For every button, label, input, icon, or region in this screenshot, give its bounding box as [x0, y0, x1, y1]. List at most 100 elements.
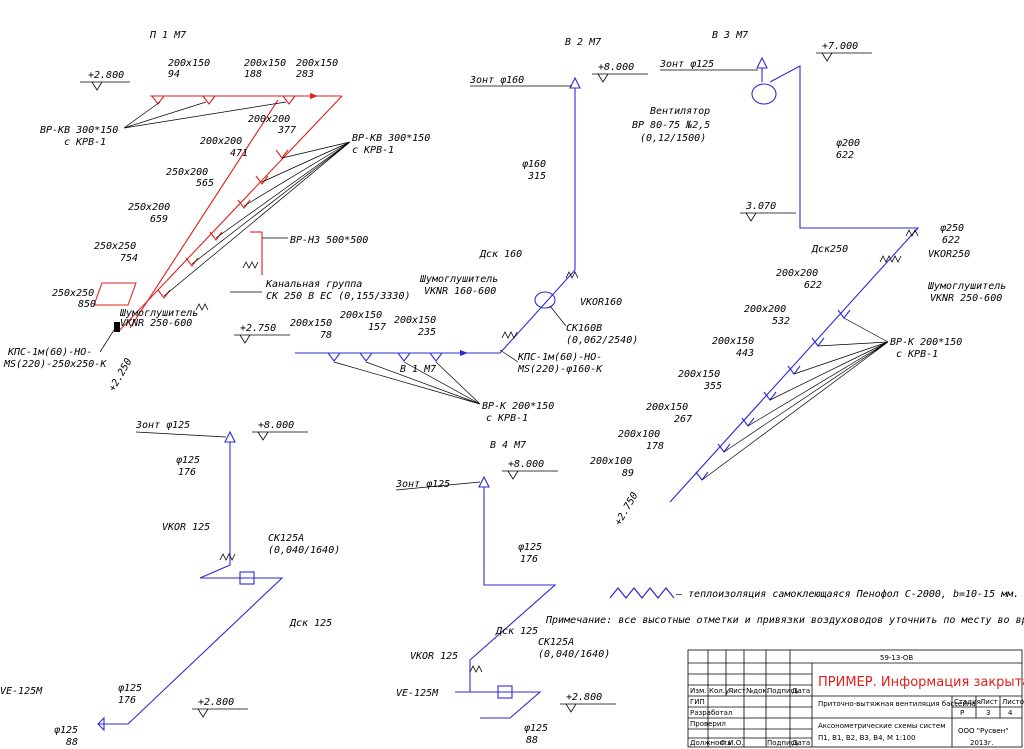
channel-group-label: Канальная группа: [265, 279, 362, 290]
dsk-label: Дск 125: [289, 618, 332, 629]
tb-header: Дата: [792, 687, 810, 695]
duct-size: 200x150: [168, 58, 210, 69]
duct-diameter: φ125: [176, 455, 200, 466]
duct-length: 188: [244, 69, 262, 80]
exhaust-system-v1: [295, 76, 581, 362]
elevation-v3-low: +2.800: [198, 697, 234, 708]
duct-diameter: φ250: [940, 223, 964, 234]
tb-row: Проверил: [690, 720, 726, 728]
tb-header: Лист: [980, 698, 998, 706]
insulation-zigzag-v1: [501, 271, 579, 339]
tb-row: Должность: [690, 739, 731, 747]
tb-row: Дата: [792, 739, 810, 747]
duct-length: 754: [120, 253, 138, 264]
duct-size: 250x200: [128, 202, 170, 213]
system-title-p1: П 1 М7: [149, 30, 186, 41]
grille-label: с КРВ-1: [896, 349, 938, 360]
kps-label: КПС-1м(60)-НО-: [517, 352, 602, 363]
duct-size: 200x150: [340, 310, 382, 321]
duct-length: 94: [168, 69, 180, 80]
duct-length: 178: [646, 441, 664, 452]
company-name: ООО "Русвен": [958, 727, 1008, 735]
tb-row: Подпись: [767, 739, 799, 747]
duct-diameter: φ125: [54, 725, 78, 736]
grille-label: с КРВ-1: [352, 145, 394, 156]
insulation-zigzag-v3: [219, 553, 236, 561]
duct-length: 176: [520, 554, 538, 565]
ck-label: СК160В: [566, 323, 602, 334]
flow-arrow: [310, 93, 318, 99]
hood-label: Зонт φ125: [395, 479, 450, 490]
duct-size: 200x200: [248, 114, 290, 125]
insulation-legend: – теплоизоляция самоклеющаяся Пенофол С-…: [675, 588, 1019, 600]
sheet-title: П1, В1, В2, В3, В4, М 1:100: [818, 734, 915, 742]
grille-label: VE-125M: [0, 686, 43, 697]
duct-length: 471: [230, 148, 248, 159]
ck-label: (0,040/1640): [538, 649, 610, 660]
grille-label: ВР-НЗ 500*500: [290, 235, 368, 246]
ck-label: СК125А: [538, 637, 574, 648]
tb-row: ГИП: [690, 698, 705, 706]
system-title-v2: В 2 М7: [565, 37, 601, 48]
elevation-p1-low: +2.250: [107, 357, 135, 394]
duct-length: 283: [296, 69, 314, 80]
duct-size: 200x100: [618, 429, 660, 440]
kps-label: MS(220)-250x250-К: [3, 359, 107, 370]
system-title-v3: В 3 М7: [712, 30, 748, 41]
tb-header: №док.: [746, 687, 769, 695]
duct-diameter: φ125: [518, 542, 542, 553]
fan-label: (0,12/1500): [640, 133, 706, 144]
silencer-label: VKNR 160-600: [424, 286, 496, 297]
duct-length: 355: [703, 381, 722, 392]
duct-length: 89: [622, 468, 634, 479]
duct-length: 622: [804, 280, 822, 291]
silencer-label: VKNR 250-600: [930, 293, 1002, 304]
grille-label: VE-125M: [396, 688, 439, 699]
duct-diameter: φ200: [836, 138, 860, 149]
duct-diameter: φ160: [522, 159, 546, 170]
duct-size: 200x200: [776, 268, 818, 279]
duct-length: 622: [942, 235, 960, 246]
grille-label: с КРВ-1: [486, 413, 528, 424]
silencer-label: Шумоглушитель: [419, 274, 498, 285]
duct-size: 200x150: [244, 58, 286, 69]
elevation-v1: +2.750: [240, 323, 276, 334]
elevation-p1: +2.800: [88, 70, 124, 81]
duct-size: 200x150: [290, 318, 332, 329]
company-year: 2013г.: [970, 739, 994, 747]
duct-length: 622: [836, 150, 854, 161]
elevation-v2-low: +2.750: [613, 491, 641, 528]
document-code: 59-13-ОВ: [880, 654, 913, 662]
flow-arrow: [460, 350, 468, 356]
insulation-legend-icon: [609, 587, 675, 599]
elevation-v1-top: +8.000: [598, 62, 634, 73]
duct-diameter: φ125: [524, 723, 548, 734]
system-title-v4: В 4 М7: [490, 440, 526, 451]
grille-label: ВР-КВ 300*150: [352, 133, 430, 144]
exhaust-system-v3: [97, 430, 284, 732]
duct-length: 532: [772, 316, 790, 327]
tb-header: Изм.: [690, 687, 706, 695]
channel-group-label: СК 250 В ЕС (0,155/3330): [266, 291, 411, 302]
grille-label: с КРВ-1: [64, 137, 106, 148]
duct-size: 200x100: [590, 456, 632, 467]
general-note: Примечание: все высотные отметки и привя…: [545, 615, 1024, 626]
duct-length: 267: [674, 414, 692, 425]
duct-size: 200x150: [712, 336, 754, 347]
duct-length: 176: [178, 467, 196, 478]
duct-size: 250x250: [52, 288, 94, 299]
tb-value: Р: [960, 709, 964, 717]
vkor-label: VKOR 125: [162, 522, 210, 533]
duct-length: 850: [78, 299, 96, 310]
dsk-label: Дск 125: [495, 626, 538, 637]
ck-label: (0,040/1640): [268, 545, 340, 556]
tb-header: Стадия: [954, 698, 981, 706]
duct-size: 200x150: [646, 402, 688, 413]
tb-value: 3: [986, 709, 990, 717]
elevation-v2-mid: 3.070: [745, 201, 776, 212]
damper-icon: [114, 322, 120, 332]
duct-diameter: φ125: [118, 683, 142, 694]
hood-label: Зонт φ125: [135, 420, 190, 431]
vkor-label: VKOR250: [928, 249, 970, 260]
hood-label: Зонт φ160: [469, 75, 524, 86]
